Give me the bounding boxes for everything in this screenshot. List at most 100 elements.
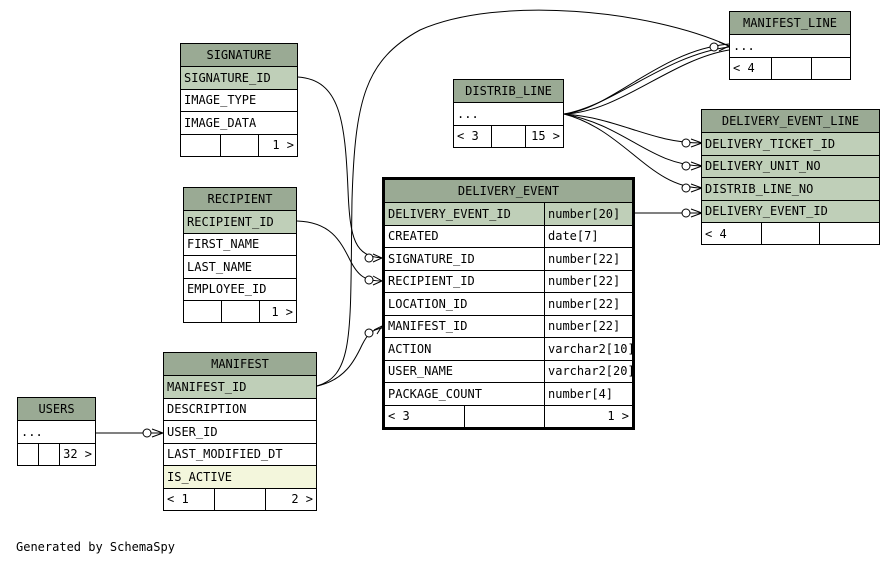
rel-distrib-del-event-line-1 [563,113,703,144]
footer-children [812,58,850,79]
table-delivery-event-line[interactable]: DELIVERY_EVENT_LINE DELIVERY_TICKET_ID D… [701,109,880,245]
column-row: RECIPIENT_ID [184,211,296,234]
column-row: ... [730,35,850,58]
column-row: CREATED date[7] [385,225,632,248]
footer-children: 32 > [63,447,92,461]
table-footer: 1 > [181,134,297,156]
column-name: SIGNATURE_ID [388,251,475,266]
footer-blank [222,301,260,322]
column-row: USER_NAME varchar2[20] [385,360,632,383]
table-title: MANIFEST [164,353,316,376]
table-distrib-line[interactable]: DISTRIB_LINE ... < 3 15 > [453,79,564,148]
table-footer: < 3 1 > [385,405,632,427]
column-row: LOCATION_ID number[22] [385,293,632,316]
table-footer: 32 > [18,443,95,465]
footer-children: 15 > [531,129,560,143]
table-users[interactable]: USERS ... 32 > [17,397,96,466]
footer-blank [39,443,60,465]
footer-parents [181,134,221,156]
table-title: RECIPIENT [184,188,296,211]
column-name: LAST_MODIFIED_DT [167,447,283,462]
column-name: DELIVERY_EVENT_ID [388,206,511,221]
column-row: USER_ID [164,421,316,444]
column-row: IS_ACTIVE [164,466,316,489]
column-type: varchar2[10] [544,338,632,360]
footer-blank [772,57,812,79]
column-name: ... [733,38,755,53]
column-row: EMPLOYEE_ID [184,279,296,301]
column-name: DISTRIB_LINE_NO [705,181,814,196]
table-footer: 1 > [184,301,296,322]
column-name: RECIPIENT_ID [388,274,475,289]
column-type: number[22] [544,293,632,315]
table-manifest-line[interactable]: MANIFEST_LINE ... < 4 [729,11,851,80]
column-row: ... [454,103,563,126]
footer-parents [184,301,222,322]
table-footer: < 4 [730,57,850,79]
footer-parents [18,443,39,465]
rel-manifest-delivery-event-a [316,327,383,387]
table-title: MANIFEST_LINE [730,12,850,35]
column-name: DELIVERY_EVENT_ID [705,204,828,219]
rel-manifest-manifest-line [316,9,730,387]
footer-blank [762,223,820,244]
column-name: IMAGE_DATA [184,115,257,130]
column-row: SIGNATURE_ID [181,67,297,90]
rel-signature-delivery-event [297,76,383,259]
column-type: number[20] [544,203,632,225]
column-row: ... [18,421,95,444]
column-row: IMAGE_DATA [181,112,297,135]
column-name: LOCATION_ID [388,296,468,311]
column-name: USER_NAME [388,364,454,379]
generator-caption: Generated by SchemaSpy [16,540,175,554]
column-name: EMPLOYEE_ID [187,282,267,297]
column-name: DELIVERY_TICKET_ID [705,136,836,151]
footer-children: 1 > [607,409,629,423]
table-recipient[interactable]: RECIPIENT RECIPIENT_ID FIRST_NAME LAST_N… [183,187,297,323]
table-title: SIGNATURE [181,44,297,67]
column-name: CREATED [388,229,439,244]
column-name: ... [457,106,479,121]
column-row: DELIVERY_TICKET_ID [702,133,879,156]
column-name: SIGNATURE_ID [184,70,271,85]
column-type: number[22] [544,270,632,292]
column-row: FIRST_NAME [184,234,296,256]
column-name: DELIVERY_UNIT_NO [705,159,821,174]
table-footer: < 3 15 > [454,125,563,147]
table-title: DELIVERY_EVENT [385,180,632,203]
column-row: LAST_NAME [184,256,296,279]
table-manifest[interactable]: MANIFEST MANIFEST_ID DESCRIPTION USER_ID… [163,352,317,511]
column-row: DESCRIPTION [164,399,316,421]
column-type: number[4] [544,383,632,405]
column-name: RECIPIENT_ID [187,214,274,229]
table-delivery-event[interactable]: DELIVERY_EVENT DELIVERY_EVENT_ID number[2… [382,177,635,430]
footer-blank [215,488,266,510]
column-row: DELIVERY_UNIT_NO [702,155,879,178]
rel-distrib-manifest-line-2 [563,46,730,115]
footer-parents: < 4 [730,57,772,79]
column-row: LAST_MODIFIED_DT [164,444,316,466]
column-row: DELIVERY_EVENT_ID number[20] [385,203,632,226]
footer-parents: < 3 [385,405,465,427]
column-name: USER_ID [167,424,218,439]
rel-distrib-manifest-line-3 [563,49,730,115]
table-title: DISTRIB_LINE [454,80,563,103]
table-footer: < 1 2 > [164,488,316,510]
column-row: DISTRIB_LINE_NO [702,178,879,201]
footer-children: 1 > [272,138,294,152]
column-name: ... [21,424,43,439]
column-type: date[7] [544,225,632,247]
column-type: varchar2[20] [544,360,632,382]
footer-blank [221,134,259,156]
column-name: IS_ACTIVE [167,469,233,484]
footer-children: 1 > [271,304,293,319]
column-name: LAST_NAME [187,259,253,274]
table-signature[interactable]: SIGNATURE SIGNATURE_ID IMAGE_TYPE IMAGE_… [180,43,298,157]
column-row: IMAGE_TYPE [181,90,297,112]
footer-blank [492,125,526,147]
table-title: DELIVERY_EVENT_LINE [702,110,879,133]
footer-parents: < 4 [702,223,762,244]
footer-parents: < 3 [454,125,492,147]
